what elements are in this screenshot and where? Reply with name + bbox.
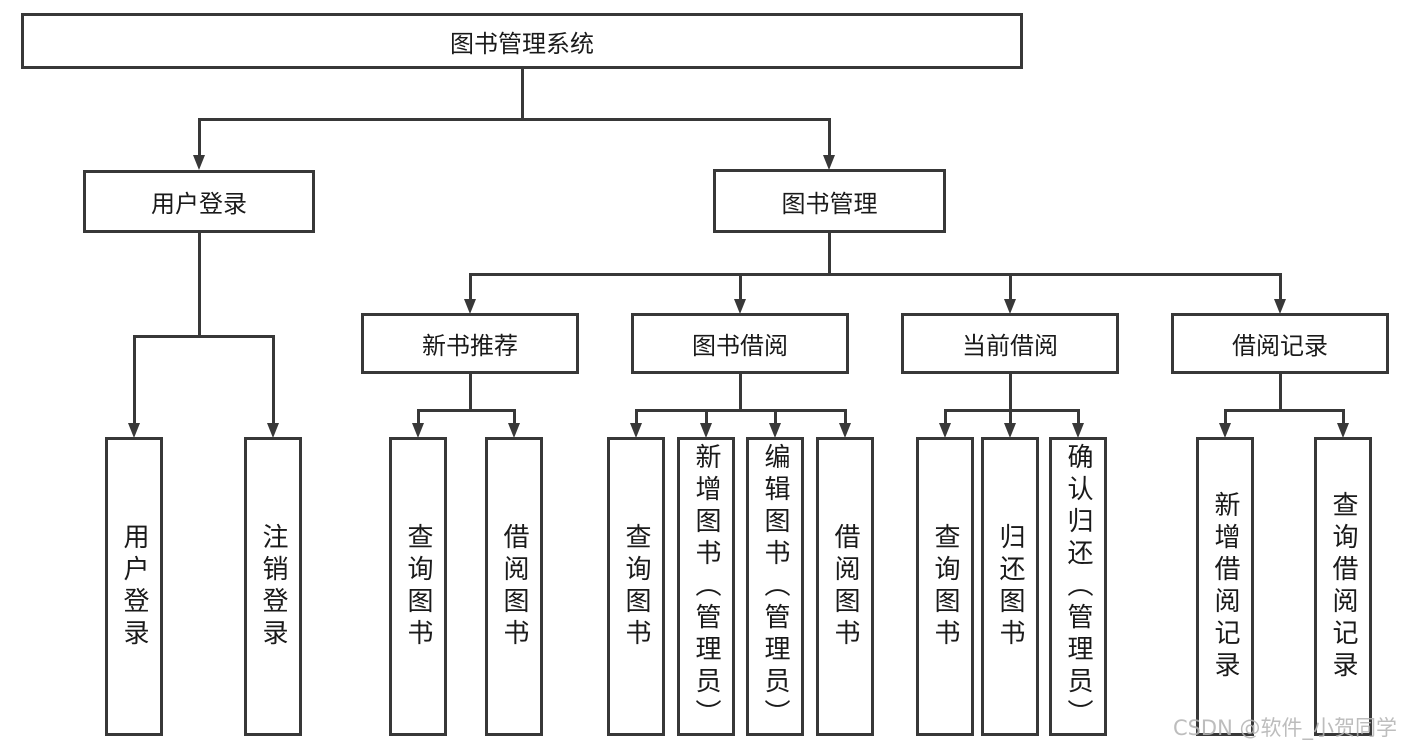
connector-line — [469, 374, 472, 409]
connector-line — [844, 409, 847, 425]
node-cb-query-books: 查询图书 — [916, 437, 974, 736]
connector-line — [133, 335, 275, 338]
connector-line — [739, 273, 742, 300]
node-user-login: 用户登录 — [83, 170, 315, 233]
node-br-query-record: 查询借阅记录 — [1314, 437, 1372, 736]
connector-line — [944, 409, 947, 425]
connector-line — [1009, 273, 1012, 300]
node-bb-query-books: 查询图书 — [607, 437, 665, 736]
arrowhead-down-icon — [1219, 423, 1231, 438]
connector-line — [1009, 374, 1012, 409]
node-br-add-record: 新增借阅记录 — [1196, 437, 1254, 736]
connector-line — [272, 335, 275, 425]
connector-line — [1224, 409, 1227, 425]
connector-line — [198, 233, 201, 335]
connector-line — [1279, 374, 1282, 409]
connector-line — [417, 409, 516, 412]
connector-line — [635, 409, 847, 412]
arrowhead-down-icon — [1337, 423, 1349, 438]
connector-line — [1077, 409, 1080, 425]
connector-line — [133, 335, 136, 425]
connector-line — [1342, 409, 1345, 425]
arrowhead-down-icon — [412, 423, 424, 438]
connector-line — [469, 273, 1282, 276]
arrowhead-down-icon — [464, 299, 476, 314]
node-current-borrowing: 当前借阅 — [901, 313, 1119, 374]
node-cb-return-books: 归还图书 — [981, 437, 1039, 736]
node-new-book-recommend: 新书推荐 — [361, 313, 579, 374]
node-bb-edit-books-admin: 编辑图书（管理员） — [746, 437, 804, 736]
arrowhead-down-icon — [939, 423, 951, 438]
connector-line — [469, 273, 472, 300]
arrowhead-down-icon — [1004, 299, 1016, 314]
arrowhead-down-icon — [1072, 423, 1084, 438]
node-bb-borrow-books: 借阅图书 — [816, 437, 874, 736]
node-book-management: 图书管理 — [713, 169, 946, 233]
node-nbr-query-books: 查询图书 — [389, 437, 447, 736]
node-nbr-borrow-books: 借阅图书 — [485, 437, 543, 736]
connector-line — [513, 409, 516, 425]
connector-line — [705, 409, 708, 425]
node-book-borrowing: 图书借阅 — [631, 313, 849, 374]
watermark-text: CSDN @软件_小贺同学 — [1172, 716, 1397, 740]
node-cb-confirm-return-admin: 确认归还（管理员） — [1049, 437, 1107, 736]
arrowhead-down-icon — [700, 423, 712, 438]
connector-line — [635, 409, 638, 425]
connector-line — [828, 233, 831, 273]
arrowhead-down-icon — [839, 423, 851, 438]
arrowhead-down-icon — [630, 423, 642, 438]
node-library-management-system: 图书管理系统 — [21, 13, 1023, 69]
arrowhead-down-icon — [823, 155, 835, 170]
arrowhead-down-icon — [508, 423, 520, 438]
connector-line — [774, 409, 777, 425]
connector-line — [198, 118, 831, 121]
connector-line — [828, 118, 831, 156]
arrowhead-down-icon — [267, 423, 279, 438]
node-logout: 注销登录 — [244, 437, 302, 736]
connector-line — [198, 118, 201, 156]
arrowhead-down-icon — [128, 423, 140, 438]
arrowhead-down-icon — [769, 423, 781, 438]
node-user-login-leaf: 用户登录 — [105, 437, 163, 736]
arrowhead-down-icon — [1004, 423, 1016, 438]
connector-line — [944, 409, 1080, 412]
connector-line — [1224, 409, 1345, 412]
arrowhead-down-icon — [193, 155, 205, 170]
connector-line — [1279, 273, 1282, 300]
arrowhead-down-icon — [734, 299, 746, 314]
arrowhead-down-icon — [1274, 299, 1286, 314]
connector-line — [1009, 409, 1012, 425]
connector-line — [739, 374, 742, 409]
connector-line — [521, 69, 524, 118]
node-borrowing-records: 借阅记录 — [1171, 313, 1389, 374]
connector-line — [417, 409, 420, 425]
node-bb-add-books-admin: 新增图书（管理员） — [677, 437, 735, 736]
